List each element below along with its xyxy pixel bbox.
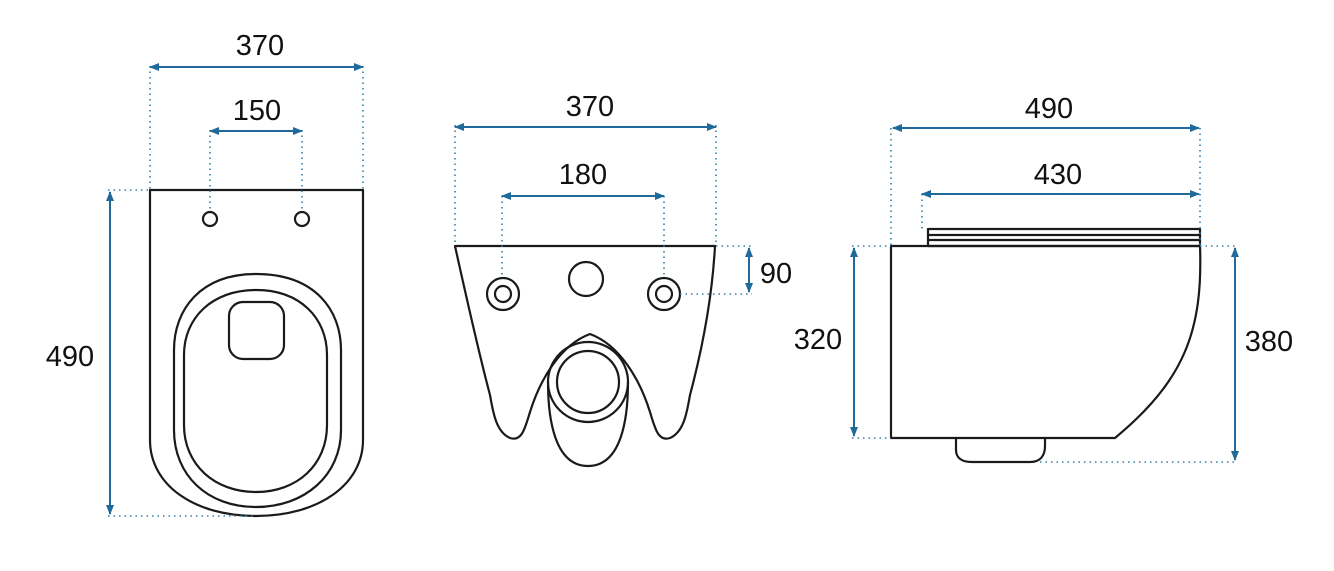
front-view-body-outline — [453, 244, 717, 440]
front-view-outlet-inner — [555, 349, 621, 415]
side-view-bowl-outline — [889, 244, 1202, 440]
front-view-extension-lines — [454, 125, 752, 295]
front-view-mounting-hole-right-inner — [654, 284, 674, 304]
side-view: 490 430 320 380 — [794, 93, 1293, 464]
front-view-mounting-hole-left-outer — [485, 276, 521, 312]
front-view: 370 180 90 — [453, 91, 792, 468]
front-view-width-label: 370 — [566, 91, 614, 123]
front-view-hole-height-label: 90 — [760, 258, 792, 290]
front-view-outlet-outer — [546, 340, 630, 424]
side-view-seat-length-label: 430 — [1034, 159, 1082, 191]
top-view-bowl-outline — [148, 188, 365, 518]
side-view-extension-lines — [852, 128, 1237, 463]
front-view-water-inlet — [567, 260, 605, 298]
top-view-hole-spacing-label: 150 — [233, 95, 281, 127]
front-view-mounting-hole-right-outer — [646, 276, 682, 312]
top-view-length-label: 490 — [46, 341, 94, 373]
side-view-seat-lid — [926, 227, 1202, 248]
top-view-mounting-hole-right — [293, 210, 311, 228]
side-view-bowl-height-label: 320 — [794, 324, 842, 356]
side-view-outlet — [954, 436, 1047, 464]
top-view-rim-inner — [182, 288, 329, 494]
top-view-flush-hole — [227, 300, 286, 361]
side-view-length-label: 490 — [1025, 93, 1073, 125]
top-view-seat-outline — [172, 272, 343, 509]
front-view-mounting-hole-left-inner — [493, 284, 513, 304]
top-view: 370 150 490 — [46, 30, 365, 518]
top-view-mounting-hole-left — [201, 210, 219, 228]
front-view-hole-spacing-label: 180 — [559, 159, 607, 191]
front-view-outlet-pipe — [546, 380, 630, 468]
top-view-width-label: 370 — [236, 30, 284, 62]
top-view-extension-lines — [108, 66, 364, 517]
side-view-total-height-label: 380 — [1245, 326, 1293, 358]
